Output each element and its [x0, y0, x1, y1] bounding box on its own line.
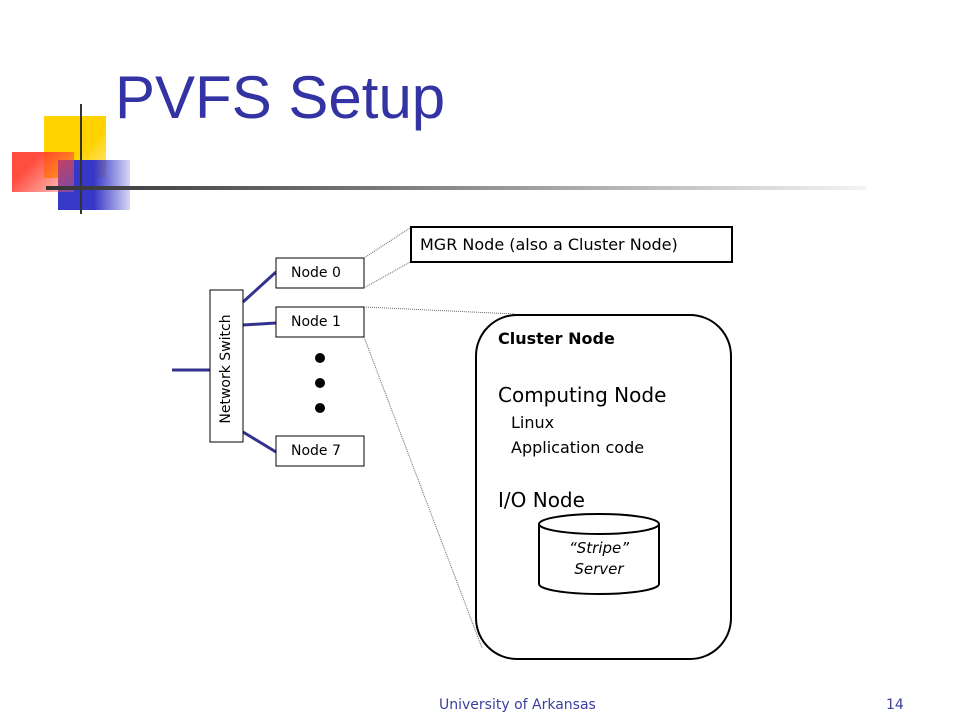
stripe-server-cylinder-icon: [538, 513, 660, 595]
node-1-label: Node 1: [291, 314, 341, 330]
node-0-label: Node 0: [291, 265, 341, 281]
decor-vertical-line: [80, 104, 82, 214]
cluster-node-box: [475, 314, 732, 660]
computing-node-heading: Computing Node: [498, 383, 667, 407]
link-node-0: [241, 270, 278, 304]
stripe-server-line1: “Stripe”: [568, 539, 630, 557]
cluster-node-title: Cluster Node: [498, 329, 615, 348]
io-node-heading: I/O Node: [498, 488, 585, 512]
network-switch-box: [209, 289, 244, 443]
callout-mgr-top: [363, 227, 411, 259]
mgr-node-label: MGR Node (also a Cluster Node): [420, 235, 678, 254]
ellipsis-dot: [315, 403, 325, 413]
slide-title: PVFS Setup: [115, 64, 446, 131]
stripe-server-line2: Server: [574, 560, 624, 578]
mgr-node-box: [410, 226, 733, 263]
footer-organization: University of Arkansas: [439, 697, 596, 713]
callout-cluster-bottom: [363, 336, 483, 649]
callout-mgr-bottom: [363, 261, 411, 289]
computing-item-app-code: Application code: [511, 438, 645, 457]
network-switch-label: Network Switch: [218, 314, 234, 424]
stripe-server-label: “Stripe” Server: [540, 538, 658, 580]
callout-cluster-top: [363, 306, 516, 315]
decor-red-square: [12, 152, 74, 192]
page-number: 14: [886, 697, 904, 713]
computing-item-linux: Linux: [511, 413, 555, 432]
node-7-label: Node 7: [291, 443, 341, 459]
node-7-box: [275, 435, 365, 467]
link-node-7: [242, 430, 277, 454]
decor-horizontal-line: [46, 186, 866, 190]
node-1-box: [275, 306, 365, 338]
ellipsis-dot: [315, 353, 325, 363]
ellipsis-dot: [315, 378, 325, 388]
node-0-box: [275, 257, 365, 289]
link-node-1: [242, 321, 277, 327]
